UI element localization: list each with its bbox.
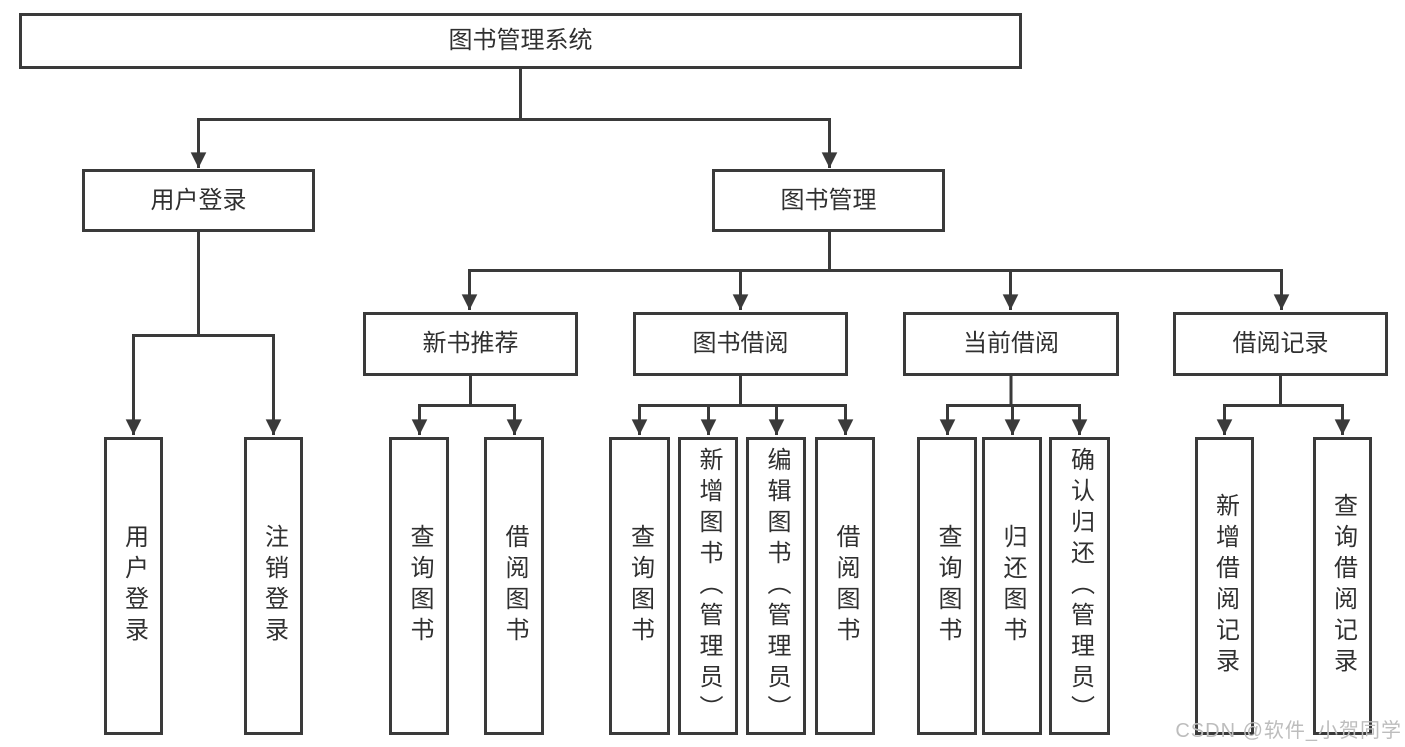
node-book-management: 图书管理 (712, 169, 945, 232)
leaf-user-login: 用户登录 (104, 437, 163, 735)
node-label: 借阅记录 (1232, 330, 1329, 357)
leaf-query-borrow-record: 查询借阅记录 (1313, 437, 1372, 735)
leaf-label: 注销登录 (260, 524, 288, 648)
leaf-label: 查询借阅记录 (1329, 493, 1357, 679)
leaf-label: 新增图书（管理员） (695, 446, 722, 726)
node-label: 当前借阅 (963, 330, 1059, 357)
leaf-query-books-current: 查询图书 (917, 437, 977, 735)
connector-current-borrow-branch (939, 374, 1088, 435)
node-book-borrow: 图书借阅 (633, 312, 848, 376)
node-current-borrow: 当前借阅 (903, 312, 1119, 376)
connector-root-to-level2 (190, 67, 838, 168)
leaf-label: 新增借阅记录 (1211, 493, 1239, 679)
node-library-management-system: 图书管理系统 (19, 13, 1022, 69)
leaf-label: 查询图书 (406, 524, 433, 648)
leaf-label: 编辑图书（管理员） (763, 446, 790, 726)
leaf-add-borrow-record: 新增借阅记录 (1195, 437, 1254, 735)
leaf-label: 借阅图书 (832, 524, 859, 648)
leaf-query-books-borrow: 查询图书 (609, 437, 670, 735)
leaf-borrow-books-recommend: 借阅图书 (484, 437, 544, 735)
leaf-borrow-books: 借阅图书 (815, 437, 875, 735)
node-label: 新书推荐 (422, 330, 519, 357)
connector-new-book-branch (411, 374, 523, 435)
node-label: 用户登录 (150, 186, 247, 214)
node-user-login: 用户登录 (82, 169, 315, 232)
leaf-label: 借阅图书 (501, 524, 528, 648)
connector-user-login-branch (125, 230, 282, 435)
connector-borrow-records-branch (1216, 374, 1351, 435)
connector-book-borrow-branch (631, 374, 854, 435)
leaf-label: 查询图书 (934, 524, 961, 648)
csdn-watermark: CSDN @软件_小贺同学 (1175, 720, 1402, 742)
leaf-logout: 注销登录 (244, 437, 303, 735)
node-new-book-recommend: 新书推荐 (363, 312, 578, 376)
connector-book-mgmt-branch (461, 230, 1290, 310)
leaf-label: 用户登录 (120, 524, 148, 648)
leaf-edit-books-admin: 编辑图书（管理员） (746, 437, 806, 735)
node-label: 图书管理系统 (448, 27, 593, 54)
node-borrow-records: 借阅记录 (1173, 312, 1388, 376)
node-label: 图书管理 (780, 186, 877, 214)
leaf-label: 查询图书 (626, 524, 654, 648)
node-label: 图书借阅 (692, 330, 789, 357)
leaf-label: 归还图书 (999, 524, 1026, 648)
leaf-return-books: 归还图书 (982, 437, 1042, 735)
leaf-add-books-admin: 新增图书（管理员） (678, 437, 738, 735)
leaf-query-books-recommend: 查询图书 (389, 437, 449, 735)
leaf-confirm-return-admin: 确认归还（管理员） (1049, 437, 1110, 735)
leaf-label: 确认归还（管理员） (1066, 446, 1094, 726)
